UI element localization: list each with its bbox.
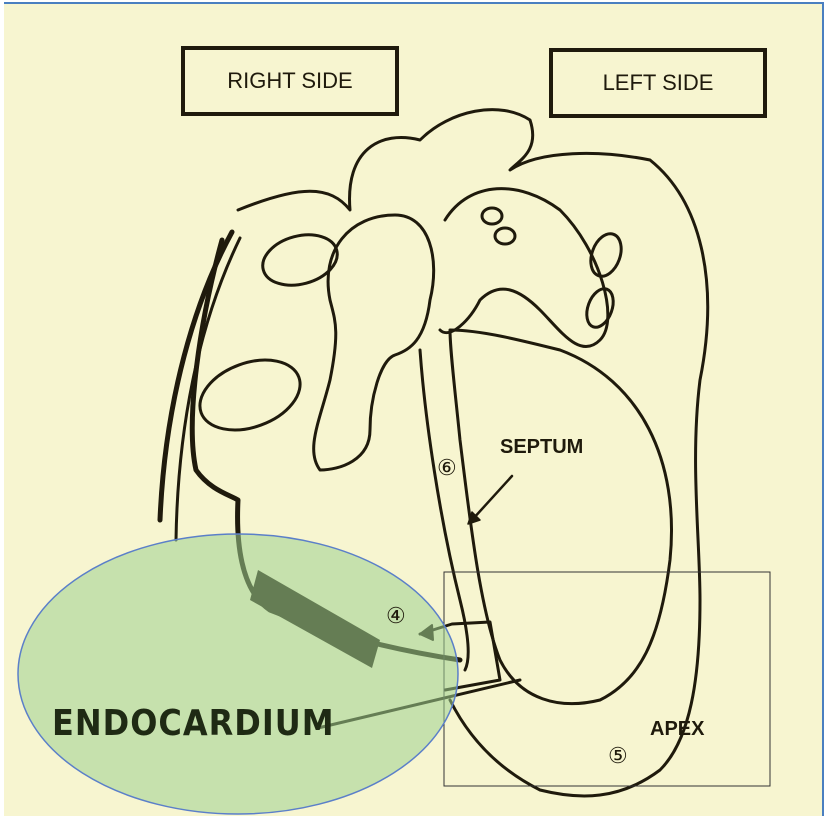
right-side-label: RIGHT SIDE — [227, 68, 353, 94]
septum-label: SEPTUM — [500, 436, 583, 459]
endocardium-label: ENDOCARDIUM — [52, 702, 335, 744]
aorta-arch — [314, 215, 434, 470]
left-side-label: LEFT SIDE — [603, 70, 714, 96]
arrow-septum — [472, 476, 512, 520]
marker-six: ⑥ — [437, 456, 457, 481]
right-atrium-opening — [190, 347, 310, 443]
right-side-box: RIGHT SIDE — [181, 46, 399, 116]
pulmonary-trunk — [440, 189, 608, 347]
valve-ring-2 — [495, 228, 515, 244]
marker-five: ⑤ — [608, 744, 628, 769]
left-ventricle-inner — [450, 330, 672, 704]
left-atrium-vessel-1 — [585, 230, 626, 281]
valve-ring-1 — [482, 208, 502, 224]
left-atrium-vessel-2 — [582, 285, 618, 331]
left-side-box: LEFT SIDE — [549, 48, 767, 118]
apex-box — [444, 572, 770, 786]
marker-four: ④ — [386, 604, 406, 629]
endocardium-highlight — [18, 534, 458, 814]
apex-label: APEX — [650, 718, 704, 741]
